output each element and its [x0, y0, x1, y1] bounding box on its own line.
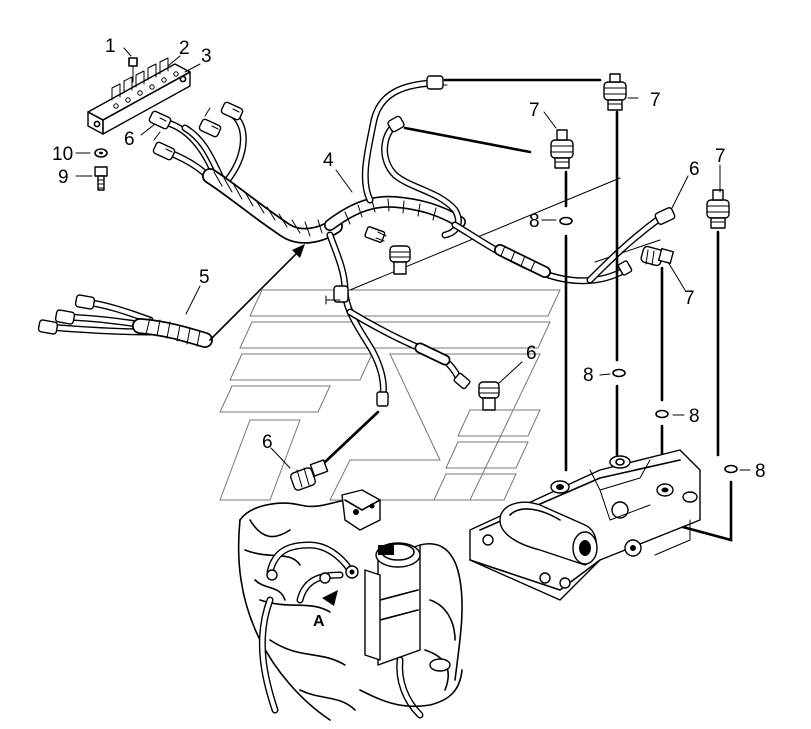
connector-bundle-lower-part-5	[37, 294, 213, 348]
callout-7-left: 7	[529, 100, 540, 121]
wrapped-harness-right	[451, 207, 676, 285]
terminal-block	[87, 57, 191, 135]
assembly-arrow	[209, 244, 305, 341]
callout-6-center: 6	[526, 343, 537, 364]
leader-lines	[75, 47, 751, 471]
callout-8-right: 8	[755, 461, 766, 482]
callout-5: 5	[199, 267, 210, 288]
callout-6-bottom: 6	[262, 432, 273, 453]
assembly-frame-line	[349, 177, 621, 291]
callout-10: 10	[52, 144, 73, 165]
o-ring-part-8-b	[612, 368, 626, 378]
valve-body	[469, 449, 701, 601]
wrapped-harness-main	[202, 168, 466, 244]
detail-marker-a: A	[313, 613, 325, 630]
fitting-part-7-top-center	[603, 73, 627, 111]
assembly-frame-line-2	[594, 239, 661, 263]
callout-6-right: 6	[689, 159, 700, 180]
callout-4: 4	[323, 150, 334, 171]
callout-9: 9	[58, 167, 69, 188]
plug-fitting-center	[389, 245, 411, 275]
engine-assembly	[237, 489, 463, 721]
callout-3: 3	[201, 46, 212, 67]
callout-6-harness-upper: 6	[124, 129, 135, 150]
o-ring-part-8-d	[724, 464, 738, 474]
connector-small-center	[364, 226, 387, 243]
watermark-logo	[219, 289, 561, 501]
callout-8-middle: 8	[689, 406, 700, 427]
o-ring-part-8-a	[559, 216, 573, 226]
fitting-part-6-center	[478, 381, 500, 411]
callout-8-upper: 8	[529, 211, 540, 232]
screw-part-1	[128, 57, 138, 83]
harness-branch-down	[325, 231, 471, 407]
fitting-part-7-right	[706, 189, 730, 229]
washer-part-10	[94, 148, 108, 158]
bolt-part-9	[94, 166, 108, 191]
callout-7-middle: 7	[684, 288, 695, 309]
callout-8-center: 8	[583, 365, 594, 386]
callout-labels: 1 2 3 4 5 6 6 6 6 7 7 7 7 8 8 8 8 9 10	[52, 36, 766, 482]
callout-2: 2	[179, 38, 190, 59]
o-ring-part-8-c	[655, 409, 669, 419]
fitting-part-7-middle	[640, 245, 675, 267]
callout-7-right: 7	[715, 146, 726, 167]
connector-bundle-upper	[148, 101, 247, 188]
callout-7-top: 7	[650, 90, 661, 111]
callout-1: 1	[105, 36, 116, 57]
fitting-part-6-bottom	[290, 459, 329, 491]
fitting-part-7-left	[550, 129, 574, 169]
